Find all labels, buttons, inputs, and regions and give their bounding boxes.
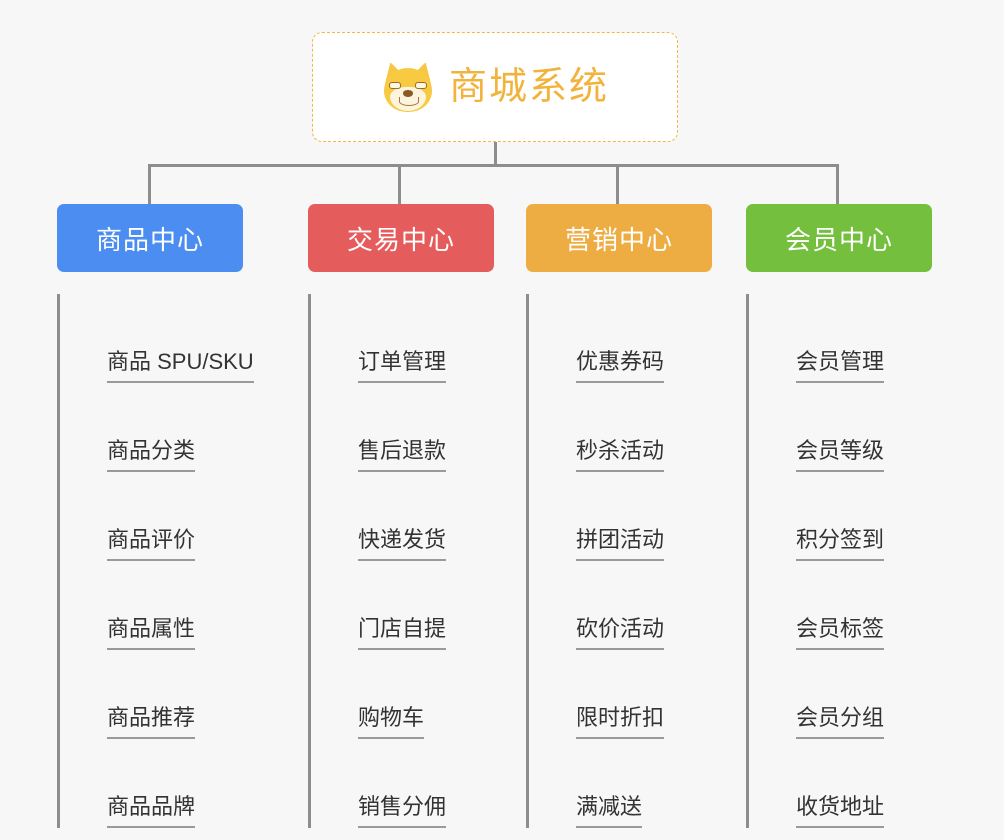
leaf-label: 秒杀活动	[576, 438, 665, 472]
root-title: 商城系统	[448, 66, 609, 108]
list-item[interactable]: 拼团活动	[532, 472, 712, 561]
list-item[interactable]: 秒杀活动	[532, 383, 712, 472]
leaf-label: 商品分类	[107, 438, 196, 472]
list-item[interactable]: 商品品牌	[63, 739, 243, 828]
list-item[interactable]: 限时折扣	[532, 650, 712, 739]
leaf-label: 订单管理	[358, 349, 447, 383]
leaf-label: 商品属性	[107, 616, 196, 650]
list-item[interactable]: 售后退款	[314, 383, 494, 472]
leaf-label: 商品评价	[107, 527, 196, 561]
category-column-trade: 交易中心 订单管理 售后退款 快递发货 门店自提 购物车	[308, 204, 494, 828]
list-item[interactable]: 快递发货	[314, 472, 494, 561]
connector-horizontal-bus	[148, 164, 838, 167]
list-item[interactable]: 购物车	[314, 650, 494, 739]
leaf-label: 会员标签	[796, 616, 885, 650]
connector-drop-3	[616, 164, 619, 206]
category-column-product: 商品中心 商品 SPU/SKU 商品分类 商品评价 商品属性 商品推荐	[57, 204, 254, 828]
connector-root-stem	[494, 142, 497, 166]
list-item[interactable]: 会员等级	[752, 383, 932, 472]
leaf-label: 收货地址	[796, 794, 885, 828]
leaf-label: 积分签到	[796, 527, 885, 561]
list-item[interactable]: 商品属性	[63, 561, 243, 650]
list-item[interactable]: 商品推荐	[63, 650, 243, 739]
leaf-label: 满减送	[576, 794, 643, 828]
category-header-label: 交易中心	[346, 224, 455, 255]
list-item[interactable]: 优惠券码	[532, 294, 712, 383]
leaf-label: 会员等级	[796, 438, 885, 472]
leaf-list-product: 商品 SPU/SKU 商品分类 商品评价 商品属性 商品推荐 商品品牌	[57, 294, 254, 828]
connector-drop-4	[836, 164, 839, 206]
list-item[interactable]: 满减送	[532, 739, 712, 828]
leaf-label: 商品 SPU/SKU	[107, 349, 254, 383]
leaf-list-member: 会员管理 会员等级 积分签到 会员标签 会员分组 收货地址	[746, 294, 932, 828]
leaf-list-marketing: 优惠券码 秒杀活动 拼团活动 砍价活动 限时折扣 满减送	[526, 294, 712, 828]
list-item[interactable]: 积分签到	[752, 472, 932, 561]
connector-drop-2	[398, 164, 401, 206]
category-header-label: 商品中心	[95, 224, 204, 255]
leaf-label: 商品品牌	[107, 794, 196, 828]
leaf-label: 购物车	[358, 705, 425, 739]
leaf-label: 会员管理	[796, 349, 885, 383]
category-header-trade[interactable]: 交易中心	[308, 204, 494, 272]
category-column-marketing: 营销中心 优惠券码 秒杀活动 拼团活动 砍价活动 限时折扣	[526, 204, 712, 828]
category-header-marketing[interactable]: 营销中心	[526, 204, 712, 272]
dog-face-icon	[379, 59, 437, 112]
list-item[interactable]: 砍价活动	[532, 561, 712, 650]
connector-drop-1	[148, 164, 151, 206]
list-item[interactable]: 商品评价	[63, 472, 243, 561]
list-item[interactable]: 会员标签	[752, 561, 932, 650]
leaf-label: 优惠券码	[576, 349, 665, 383]
leaf-label: 拼团活动	[576, 527, 665, 561]
category-header-member[interactable]: 会员中心	[746, 204, 932, 272]
category-header-label: 会员中心	[784, 224, 893, 255]
category-header-label: 营销中心	[564, 224, 673, 255]
leaf-label: 砍价活动	[576, 616, 665, 650]
leaf-label: 会员分组	[796, 705, 885, 739]
list-item[interactable]: 订单管理	[314, 294, 494, 383]
list-item[interactable]: 门店自提	[314, 561, 494, 650]
leaf-label: 售后退款	[358, 438, 447, 472]
list-item[interactable]: 收货地址	[752, 739, 932, 828]
category-header-product[interactable]: 商品中心	[57, 204, 243, 272]
leaf-label: 快递发货	[358, 527, 447, 561]
leaf-label: 销售分佣	[358, 794, 447, 828]
list-item[interactable]: 会员分组	[752, 650, 932, 739]
leaf-list-trade: 订单管理 售后退款 快递发货 门店自提 购物车 销售分佣	[308, 294, 494, 828]
leaf-label: 限时折扣	[576, 705, 665, 739]
list-item[interactable]: 商品分类	[63, 383, 243, 472]
root-node[interactable]: 商城系统	[312, 32, 678, 142]
leaf-label: 商品推荐	[107, 705, 196, 739]
list-item[interactable]: 商品 SPU/SKU	[63, 294, 254, 383]
leaf-label: 门店自提	[358, 616, 447, 650]
category-column-member: 会员中心 会员管理 会员等级 积分签到 会员标签 会员分组	[746, 204, 932, 828]
list-item[interactable]: 销售分佣	[314, 739, 494, 828]
list-item[interactable]: 会员管理	[752, 294, 932, 383]
